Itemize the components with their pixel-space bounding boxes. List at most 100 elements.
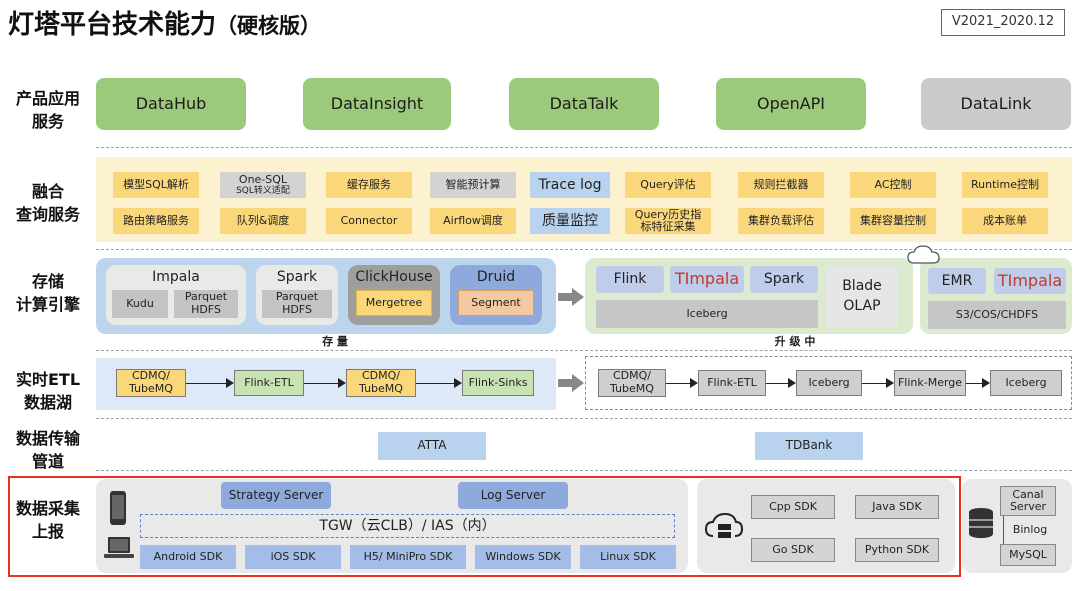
query-item: Query评估 — [625, 172, 711, 198]
etl-left-flink-sinks: Flink-Sinks — [462, 370, 534, 396]
etl-right-iceberg-2: Iceberg — [990, 370, 1062, 396]
spark2-box: Spark — [750, 266, 818, 293]
arrow-icon — [690, 378, 698, 388]
query-item: Airflow调度 — [430, 208, 516, 234]
query-item: 成本账单 — [962, 208, 1048, 234]
flink-box: Flink — [596, 266, 664, 293]
flow-arrow — [416, 383, 456, 384]
arrow-icon — [982, 378, 990, 388]
product-datatalk: DataTalk — [509, 78, 659, 130]
etl-right-panel — [585, 356, 1072, 410]
arrow-icon — [454, 378, 462, 388]
etl-left-cdmq-1: CDMQ/ TubeMQ — [116, 369, 186, 397]
tgw-bar: TGW（云CLB）/ IAS（内） — [140, 514, 675, 538]
iceberg-box: Iceberg — [596, 300, 818, 328]
product-datainsight: DataInsight — [303, 78, 451, 130]
page-title: 灯塔平台技术能力（硬核版） — [8, 10, 322, 40]
product-datahub: DataHub — [96, 78, 246, 130]
database-icon — [969, 508, 993, 538]
parquet-hdfs-box: Parquet HDFS — [174, 290, 238, 318]
etl-right-cdmq: CDMQ/ TubeMQ — [598, 369, 666, 397]
strategy-server-box: Strategy Server — [221, 482, 331, 509]
query-item: 路由策略服务 — [113, 208, 199, 234]
query-item: 智能预计算 — [430, 172, 516, 198]
query-item: 队列&调度 — [220, 208, 306, 234]
laptop-icon — [104, 537, 134, 558]
row-label-query: 融合 查询服务 — [15, 182, 80, 225]
mergetree-box: Mergetree — [356, 290, 432, 316]
cloud-server-icon — [704, 512, 744, 538]
separator — [96, 350, 1072, 351]
row-label-product: 产品应用 服务 — [15, 89, 80, 132]
s3-cos-box: S3/COS/CHDFS — [928, 301, 1066, 329]
separator — [96, 147, 1072, 148]
arrow-icon — [886, 378, 894, 388]
kudu-box: Kudu — [112, 290, 168, 318]
clickhouse-label: ClickHouse — [355, 268, 433, 285]
product-openapi: OpenAPI — [716, 78, 866, 130]
emr-box: EMR — [928, 268, 986, 294]
etl-left-cdmq-2: CDMQ/ TubeMQ — [346, 369, 416, 397]
query-item: 集群负载评估 — [738, 208, 824, 234]
cloud-icon — [907, 245, 940, 264]
sdk-java: Java SDK — [855, 495, 939, 519]
binlog-line — [1003, 516, 1004, 544]
separator — [96, 470, 1072, 471]
flow-arrow — [862, 383, 888, 384]
druid-label: Druid — [476, 268, 516, 285]
query-item: 缓存服务 — [326, 172, 412, 198]
flow-arrow — [304, 383, 340, 384]
canal-server-box: Canal Server — [1000, 486, 1056, 516]
arrow-icon — [788, 378, 796, 388]
etl-right-iceberg-1: Iceberg — [796, 370, 862, 396]
query-item: Runtime控制 — [962, 172, 1048, 198]
blade-olap-box: Blade OLAP — [826, 266, 898, 328]
flow-arrow — [666, 383, 692, 384]
separator — [96, 418, 1072, 419]
product-datalink: DataLink — [921, 78, 1071, 130]
etl-right-flink-etl: Flink-ETL — [698, 370, 766, 396]
query-item: Query历史指 标特征采集 — [625, 208, 711, 234]
query-item: 集群容量控制 — [850, 208, 936, 234]
etl-right-flink-merge: Flink-Merge — [894, 370, 966, 396]
sdk-go: Go SDK — [751, 538, 835, 562]
arrow-icon — [226, 378, 234, 388]
flow-arrow — [766, 383, 790, 384]
version-badge: V2021_2020.12 — [941, 9, 1065, 36]
arrow-icon — [338, 378, 346, 388]
etl-arrow-icon — [558, 374, 584, 392]
separator — [96, 249, 1072, 250]
spark-parquet-box: Parquet HDFS — [262, 290, 332, 318]
phone-icon — [110, 491, 126, 525]
query-item: Connector — [326, 208, 412, 234]
sdk-cpp: Cpp SDK — [751, 495, 835, 519]
stock-label: 存 量 — [322, 334, 348, 348]
atta-box: ATTA — [378, 432, 486, 460]
collect-highlight-frame — [8, 476, 961, 577]
timpala-box: TImpala — [670, 266, 744, 293]
sdk-h5-minipro: H5/ MiniPro SDK — [350, 545, 466, 569]
tdbank-box: TDBank — [755, 432, 863, 460]
sdk-ios: iOS SDK — [245, 545, 341, 569]
flow-arrow — [186, 383, 228, 384]
segment-box: Segment — [458, 290, 534, 316]
query-item: AC控制 — [850, 172, 936, 198]
etl-left-flink-etl: Flink-ETL — [234, 370, 304, 396]
upgrade-label: 升 级 中 — [774, 334, 816, 348]
row-label-collect: 数据采集 上报 — [15, 499, 80, 542]
flow-arrow — [966, 383, 984, 384]
row-label-transport: 数据传输 管道 — [15, 429, 80, 472]
query-item: 模型SQL解析 — [113, 172, 199, 198]
spark-label: Spark — [276, 268, 318, 285]
query-item-trace-log: Trace log — [530, 172, 610, 198]
sdk-linux: Linux SDK — [580, 545, 676, 569]
log-server-box: Log Server — [458, 482, 568, 509]
sdk-windows: Windows SDK — [475, 545, 571, 569]
row-label-etl: 实时ETL 数据湖 — [15, 370, 81, 413]
storage-arrow-icon — [558, 288, 584, 306]
binlog-label: Binlog — [1012, 522, 1048, 536]
impala-label: Impala — [152, 268, 200, 285]
sdk-python: Python SDK — [855, 538, 939, 562]
timpala2-box: TImpala — [994, 268, 1066, 294]
